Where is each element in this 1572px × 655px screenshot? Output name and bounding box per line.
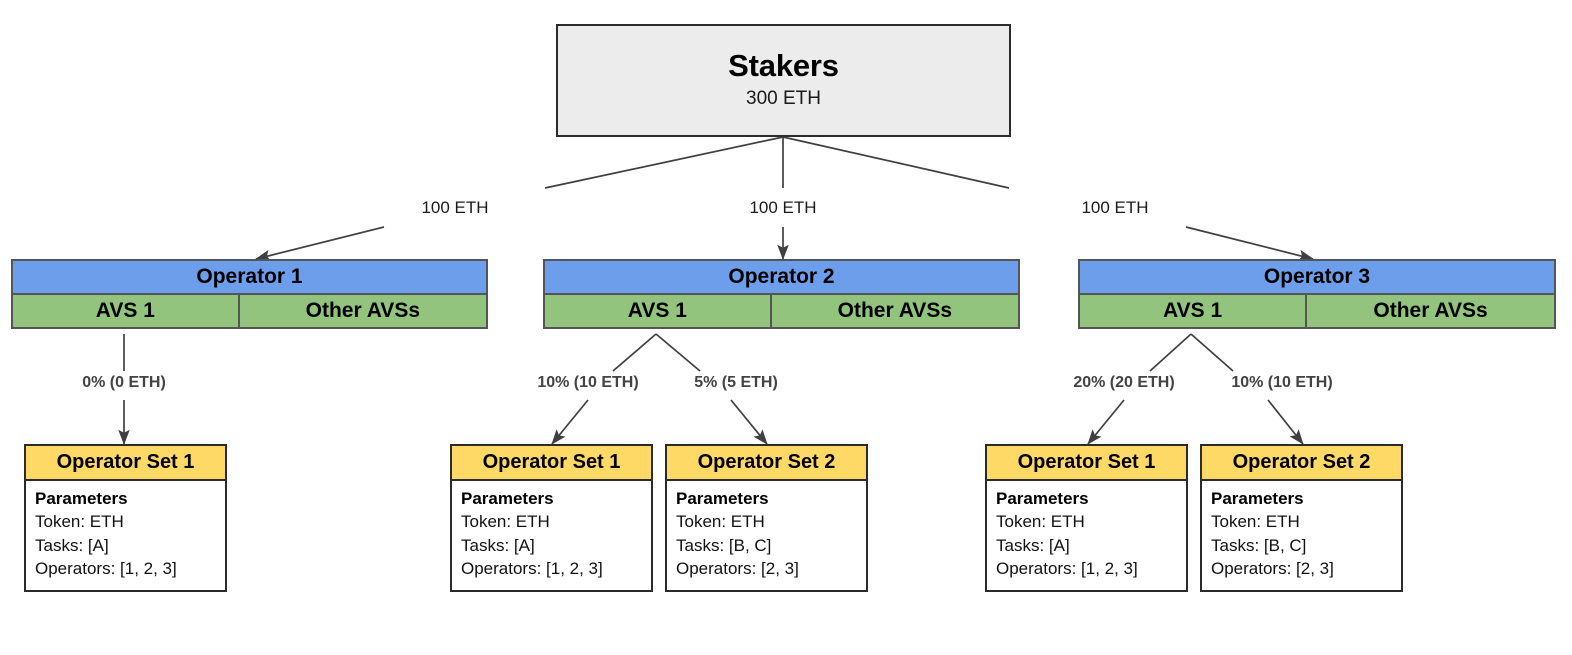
edge-op2-avs-to-set2-arrow — [730, 399, 768, 445]
operator-set-op2-1-body: Parameters Token: ETH Tasks: [A] Operato… — [452, 481, 651, 588]
allocation-label-op3-set1: 20% (20 ETH) — [1073, 374, 1175, 391]
edge-op3-avs-to-set1-arrow — [1087, 399, 1125, 445]
operator-set-op3-1-title: Operator Set 1 — [987, 446, 1186, 481]
param-token: Token: ETH — [1211, 512, 1300, 532]
operator-node-2[interactable]: Operator 2 AVS 1 Other AVSs — [543, 259, 1020, 329]
operator-3-avs-primary[interactable]: AVS 1 — [1080, 295, 1308, 327]
operator-set-node-op1-1[interactable]: Operator Set 1 Parameters Token: ETH Tas… — [24, 444, 227, 592]
operator-set-op3-2-body: Parameters Token: ETH Tasks: [B, C] Oper… — [1202, 481, 1401, 588]
delegation-label-1: 100 ETH — [421, 198, 489, 217]
stakers-amount: 300 ETH — [746, 88, 821, 110]
operator-set-op2-2-body: Parameters Token: ETH Tasks: [B, C] Oper… — [667, 481, 866, 588]
operator-set-node-op3-2[interactable]: Operator Set 2 Parameters Token: ETH Tas… — [1200, 444, 1403, 592]
parameters-heading: Parameters — [35, 489, 128, 508]
edge-op3-avs-to-set2-arrow — [1267, 399, 1304, 445]
parameters-heading: Parameters — [996, 489, 1089, 508]
delegation-label-2: 100 ETH — [749, 198, 817, 217]
param-operators: Operators: [2, 3] — [676, 559, 799, 579]
param-operators: Operators: [1, 2, 3] — [35, 559, 177, 579]
operator-set-node-op2-1[interactable]: Operator Set 1 Parameters Token: ETH Tas… — [450, 444, 653, 592]
edge-stakers-to-operator-1-arrow — [255, 226, 385, 262]
operator-2-avs-primary[interactable]: AVS 1 — [545, 295, 772, 327]
param-operators: Operators: [1, 2, 3] — [996, 559, 1138, 579]
param-tasks: Tasks: [A] — [35, 535, 109, 555]
parameters-heading: Parameters — [461, 489, 554, 508]
allocation-label-op1-set1: 0% (0 ETH) — [82, 374, 166, 391]
edge-op3-avs-to-set2-upper — [1190, 333, 1234, 372]
operator-set-op3-1-body: Parameters Token: ETH Tasks: [A] Operato… — [987, 481, 1186, 588]
operator-1-avs-primary[interactable]: AVS 1 — [13, 295, 240, 327]
param-token: Token: ETH — [35, 512, 124, 532]
operator-2-avs-other[interactable]: Other AVSs — [771, 295, 1018, 327]
edge-stakers-to-operator-1-upper — [544, 136, 784, 189]
param-token: Token: ETH — [461, 512, 550, 532]
edge-op2-avs-to-set1-arrow — [551, 399, 589, 445]
stakers-node: Stakers 300 ETH — [556, 24, 1011, 137]
param-tasks: Tasks: [B, C] — [1211, 535, 1307, 555]
allocation-label-op3-set2: 10% (10 ETH) — [1231, 374, 1333, 391]
allocation-label-op2-set1: 10% (10 ETH) — [537, 374, 639, 391]
stakers-title: Stakers — [728, 48, 839, 84]
edge-op2-avs-to-set1-upper — [612, 333, 657, 372]
operator-3-avs-other[interactable]: Other AVSs — [1307, 295, 1554, 327]
operator-set-op1-1-title: Operator Set 1 — [26, 446, 225, 481]
param-operators: Operators: [2, 3] — [1211, 559, 1334, 579]
edge-stakers-to-operator-3-upper — [782, 136, 1010, 189]
operator-1-avs-other[interactable]: Other AVSs — [239, 295, 486, 327]
parameters-heading: Parameters — [1211, 489, 1304, 508]
edge-op2-avs-to-set2-upper — [655, 333, 701, 372]
operator-node-3[interactable]: Operator 3 AVS 1 Other AVSs — [1078, 259, 1556, 329]
operator-set-op2-2-title: Operator Set 2 — [667, 446, 866, 481]
operator-2-title: Operator 2 — [545, 261, 1018, 295]
param-tasks: Tasks: [A] — [461, 535, 535, 555]
parameters-heading: Parameters — [676, 489, 769, 508]
operator-1-avs-row: AVS 1 Other AVSs — [13, 295, 486, 327]
edge-stakers-to-operator-3-arrow — [1185, 226, 1314, 262]
operator-set-op3-2-title: Operator Set 2 — [1202, 446, 1401, 481]
param-token: Token: ETH — [676, 512, 765, 532]
allocation-label-op2-set2: 5% (5 ETH) — [694, 374, 778, 391]
delegation-label-3: 100 ETH — [1081, 198, 1149, 217]
operator-set-op2-1-title: Operator Set 1 — [452, 446, 651, 481]
operator-node-1[interactable]: Operator 1 AVS 1 Other AVSs — [11, 259, 488, 329]
operator-set-node-op2-2[interactable]: Operator Set 2 Parameters Token: ETH Tas… — [665, 444, 868, 592]
operator-3-avs-row: AVS 1 Other AVSs — [1080, 295, 1554, 327]
operator-2-avs-row: AVS 1 Other AVSs — [545, 295, 1018, 327]
operator-1-title: Operator 1 — [13, 261, 486, 295]
param-token: Token: ETH — [996, 512, 1085, 532]
edge-op3-avs-to-set1-upper — [1149, 333, 1192, 372]
operator-set-node-op3-1[interactable]: Operator Set 1 Parameters Token: ETH Tas… — [985, 444, 1188, 592]
operator-3-title: Operator 3 — [1080, 261, 1554, 295]
operator-set-op1-1-body: Parameters Token: ETH Tasks: [A] Operato… — [26, 481, 225, 588]
param-operators: Operators: [1, 2, 3] — [461, 559, 603, 579]
param-tasks: Tasks: [A] — [996, 535, 1070, 555]
param-tasks: Tasks: [B, C] — [676, 535, 772, 555]
